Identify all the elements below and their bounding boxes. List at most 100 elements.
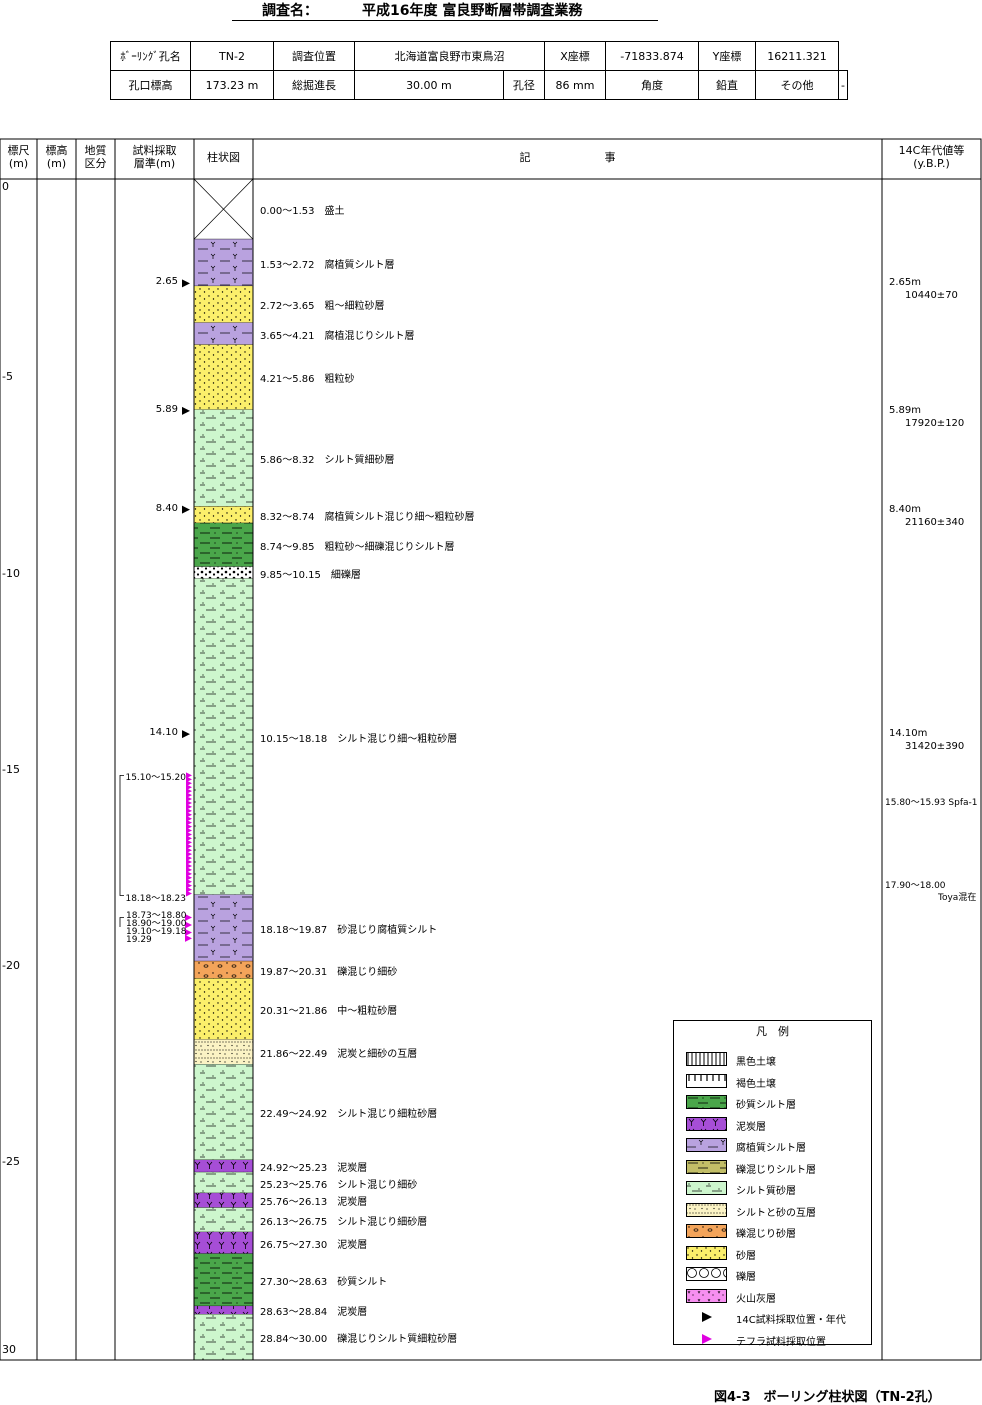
- tephra-note-sub: Toya混在: [938, 893, 977, 903]
- layer-siltysand: [194, 1314, 253, 1361]
- scale-label: -25: [2, 1155, 20, 1168]
- legend-swatch: [686, 1288, 727, 1303]
- tephra-marker: [185, 914, 192, 922]
- legend-swatch: [686, 1073, 727, 1088]
- c14-age-value: 21160±340: [905, 516, 965, 528]
- tephra-marker: [186, 886, 192, 893]
- c14-marker: [182, 406, 190, 415]
- info-cell: -: [838, 70, 848, 100]
- info-cell: 86 mm: [544, 70, 606, 100]
- c14-age-depth: 8.40m: [889, 503, 922, 515]
- c14-marker: [182, 730, 190, 739]
- survey-name: 平成16年度 富良野断層帯調査業務: [362, 3, 583, 19]
- tephra-note: 15.80～15.93 Spfa-1: [885, 798, 978, 808]
- tephra-marker: [186, 847, 192, 854]
- layer-pattern-rect: [194, 322, 253, 345]
- layer-humic: [194, 322, 253, 346]
- layer-siltysand: [194, 1207, 253, 1233]
- legend-swatch: [686, 1052, 727, 1066]
- layer-pattern-rect: [194, 506, 253, 524]
- layer-pattern-rect: [194, 1232, 253, 1254]
- legend-label: 褐色土壌: [736, 1078, 776, 1090]
- layer-description: 26.75～27.30 泥炭層: [260, 1239, 368, 1251]
- layer-pattern-rect: [194, 578, 253, 895]
- info-cell: X座標: [544, 41, 606, 71]
- layer-description: 4.21～5.86 粗粒砂: [260, 374, 355, 386]
- legend-label: 腐植質シルト層: [736, 1143, 806, 1154]
- tephra-marker: [186, 882, 192, 889]
- layer-pattern-rect: [194, 523, 253, 567]
- layer-pattern-rect: [194, 961, 253, 979]
- tephra-marker: [186, 799, 192, 806]
- legend-label: 礫混じりシルト層: [736, 1164, 816, 1176]
- legend: 凡 例 黒色土壌褐色土壌砂質シルト層泥炭層腐植質シルト層礫混じりシルト層シルト質…: [673, 1020, 872, 1348]
- survey-title: 調査名： 平成16年度 富良野断層帯調査業務: [232, 0, 658, 21]
- legend-label: 砂質シルト層: [736, 1100, 796, 1111]
- tephra-lower-label: 19.10～19.18: [126, 927, 187, 937]
- layer-peat: [194, 1306, 253, 1315]
- legend-label: 泥炭層: [736, 1121, 766, 1133]
- legend-label: 火山灰層: [736, 1293, 776, 1305]
- layer-humic: [194, 894, 253, 962]
- legend-swatch-pattern: [686, 1160, 727, 1173]
- legend-swatch-pattern: [686, 1095, 727, 1109]
- header-scale: 標尺 (m): [7, 144, 30, 170]
- legend-swatch-pattern: [686, 1181, 727, 1195]
- legend-swatch-pattern: [686, 1052, 727, 1066]
- layer-sand: [194, 978, 253, 1040]
- tephra-marker: [186, 819, 192, 826]
- layer-description: 25.76～26.13 泥炭層: [260, 1197, 368, 1209]
- fill-cross-line: [193, 178, 254, 240]
- legend-swatch: [686, 1159, 727, 1174]
- tephra-marker: [186, 815, 192, 822]
- tephra-lower-label: 19.29: [126, 935, 152, 945]
- tephra-marker: [186, 811, 192, 818]
- tephra-marker: [185, 921, 192, 929]
- layer-pattern-rect: [194, 978, 253, 1040]
- layer-pattern-rect: [194, 409, 253, 507]
- legend-marker-triangle: [702, 1333, 712, 1344]
- tephra-marker: [185, 934, 192, 942]
- layer-description: 2.72～3.65 粗～細粒砂層: [260, 301, 385, 313]
- layer-siltysand: [194, 1064, 253, 1161]
- layer-description: 8.74～9.85 粗粒砂～細礫混じりシルト層: [260, 541, 455, 553]
- layer-humic: [194, 239, 253, 287]
- tephra-marker: [186, 776, 192, 783]
- tephra-marker: [186, 803, 192, 810]
- tephra-marker: [186, 827, 192, 834]
- layer-description: 22.49～24.92 シルト混じり細粒砂層: [260, 1109, 438, 1121]
- layer-description: 21.86～22.49 泥炭と細砂の互層: [260, 1048, 418, 1060]
- layer-description: 25.23～25.76 シルト混じり細砂: [260, 1179, 418, 1191]
- layer-pattern-rect: [194, 1160, 253, 1173]
- c14-marker: [182, 505, 190, 514]
- layer-pattern-rect: [194, 1253, 253, 1307]
- layer-sandysilt: [194, 1253, 253, 1307]
- info-cell: Y座標: [698, 41, 756, 71]
- tephra-marker: [186, 807, 192, 814]
- info-cell: 30.00 m: [354, 70, 504, 100]
- layer-siltysand: [194, 578, 253, 896]
- legend-label: 礫層: [736, 1272, 756, 1283]
- sample-marks: [119, 279, 192, 942]
- layer-description: 3.65～4.21 腐植混じりシルト層: [260, 330, 415, 342]
- legend-marker-triangle: [702, 1312, 712, 1322]
- header-desc-1: 記: [519, 151, 531, 164]
- legend-swatch: [686, 1116, 727, 1131]
- layer-description: 9.85～10.15 細礫層: [260, 569, 361, 581]
- scale-label: 0: [2, 180, 9, 193]
- layer-peat: [194, 1232, 253, 1255]
- log-frame: [0, 138, 982, 1361]
- tephra-marker: [186, 823, 192, 830]
- c14-age-value: 17920±120: [905, 417, 965, 429]
- tephra-lower-labels: 18.73～18.80 18.90～19.00 19.10～19.18 19.2…: [118, 912, 192, 945]
- scale-label: 30: [2, 1343, 16, 1356]
- legend-label: 砂層: [736, 1250, 756, 1262]
- tephra-range-bottom: 18.18～18.23: [125, 894, 186, 904]
- legend-swatch-pattern: [686, 1138, 727, 1152]
- info-cell: 孔径: [502, 70, 546, 100]
- tephra-note: 17.90～18.00: [885, 881, 946, 891]
- layer-gravel: [194, 566, 253, 579]
- c14-age-value: 31420±390: [905, 741, 965, 753]
- scale-label: -5: [2, 370, 13, 383]
